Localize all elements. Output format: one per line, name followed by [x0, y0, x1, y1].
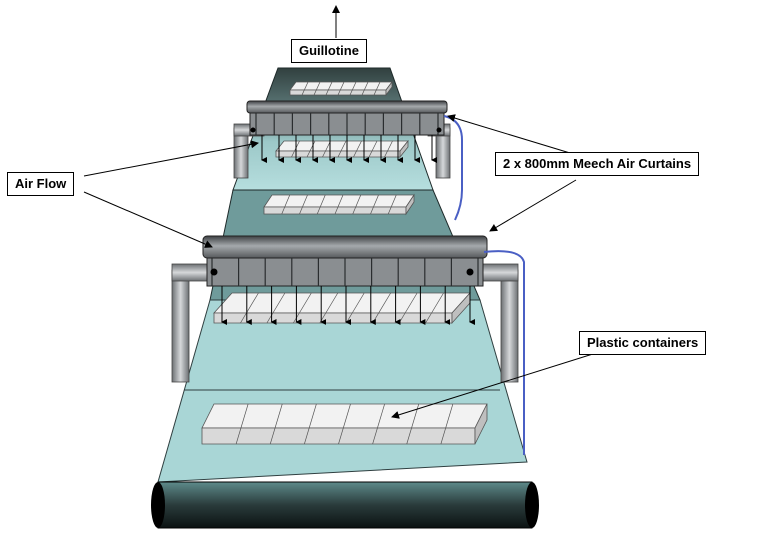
container-divider	[425, 292, 444, 324]
container-row-5	[201, 403, 488, 445]
container-divider	[319, 292, 339, 324]
containers-pointer	[391, 352, 597, 419]
container-divider	[406, 403, 420, 445]
container-divider	[316, 194, 326, 215]
upper-curtain-top-bar	[246, 100, 448, 114]
container-divider	[372, 292, 391, 324]
container-divider	[398, 292, 418, 324]
container-divider	[301, 81, 309, 96]
container-row-4	[213, 291, 471, 325]
container-divider	[325, 81, 333, 96]
curtain-pointer-upper	[447, 114, 571, 154]
container-row-1	[289, 80, 393, 97]
lower-left-bolt	[210, 268, 218, 276]
lower-right-bolt	[466, 268, 474, 276]
upper-left-bolt	[250, 127, 256, 133]
lower-left-pipe-vertical	[171, 269, 190, 383]
belt-near-section	[157, 299, 528, 483]
belt-roller	[153, 481, 537, 529]
container-divider	[349, 81, 357, 96]
container-divider	[353, 140, 362, 158]
container-divider	[299, 194, 308, 215]
container-divider	[334, 194, 344, 215]
container-divider	[269, 403, 283, 445]
container-divider	[337, 81, 345, 96]
container-row-3	[263, 193, 415, 216]
lower-curtain-cable	[483, 250, 525, 455]
guillotine-label: Guillotine	[291, 39, 367, 63]
container-divider	[370, 194, 379, 215]
lower-air-curtain	[171, 235, 519, 383]
container-divider	[373, 81, 381, 96]
container-divider	[352, 194, 362, 215]
container-divider	[384, 140, 393, 158]
air-curtains-label: 2 x 800mm Meech Air Curtains	[495, 152, 700, 176]
container-divider	[387, 194, 397, 215]
container-divider	[306, 140, 316, 158]
roller-right-cap	[525, 482, 539, 528]
container-divider	[281, 194, 291, 215]
container-divider	[313, 81, 321, 96]
container-divider	[266, 292, 286, 324]
air-flow-label: Air Flow	[7, 172, 75, 196]
row4-front-face	[213, 312, 453, 324]
container-divider	[322, 140, 331, 158]
row1-side-face	[385, 80, 393, 97]
container-divider	[240, 292, 259, 324]
airflow-pointer-lower	[83, 191, 213, 248]
row5-side-face	[474, 403, 488, 445]
lower-curtain-top-bar	[202, 235, 488, 259]
container-row-2	[275, 139, 409, 159]
container-divider	[338, 403, 351, 445]
container-divider	[304, 403, 317, 445]
container-divider	[372, 403, 385, 445]
container-divider	[337, 140, 347, 158]
row3-side-face	[405, 193, 415, 216]
row5-front-face	[201, 427, 476, 445]
curtain-pointer-lower	[489, 179, 577, 232]
upper-right-bolt	[436, 127, 442, 133]
roller-left-cap	[151, 482, 165, 528]
row3-front-face	[263, 206, 407, 215]
plastic-containers-label: Plastic containers	[579, 331, 707, 355]
upper-air-curtain	[233, 100, 451, 179]
container-divider	[368, 140, 378, 158]
container-divider	[345, 292, 365, 324]
container-divider	[440, 403, 454, 445]
airflow-pointer-upper	[83, 140, 259, 177]
lower-right-pipe-vertical	[500, 269, 519, 383]
container-divider	[361, 81, 369, 96]
container-divider	[235, 403, 249, 445]
